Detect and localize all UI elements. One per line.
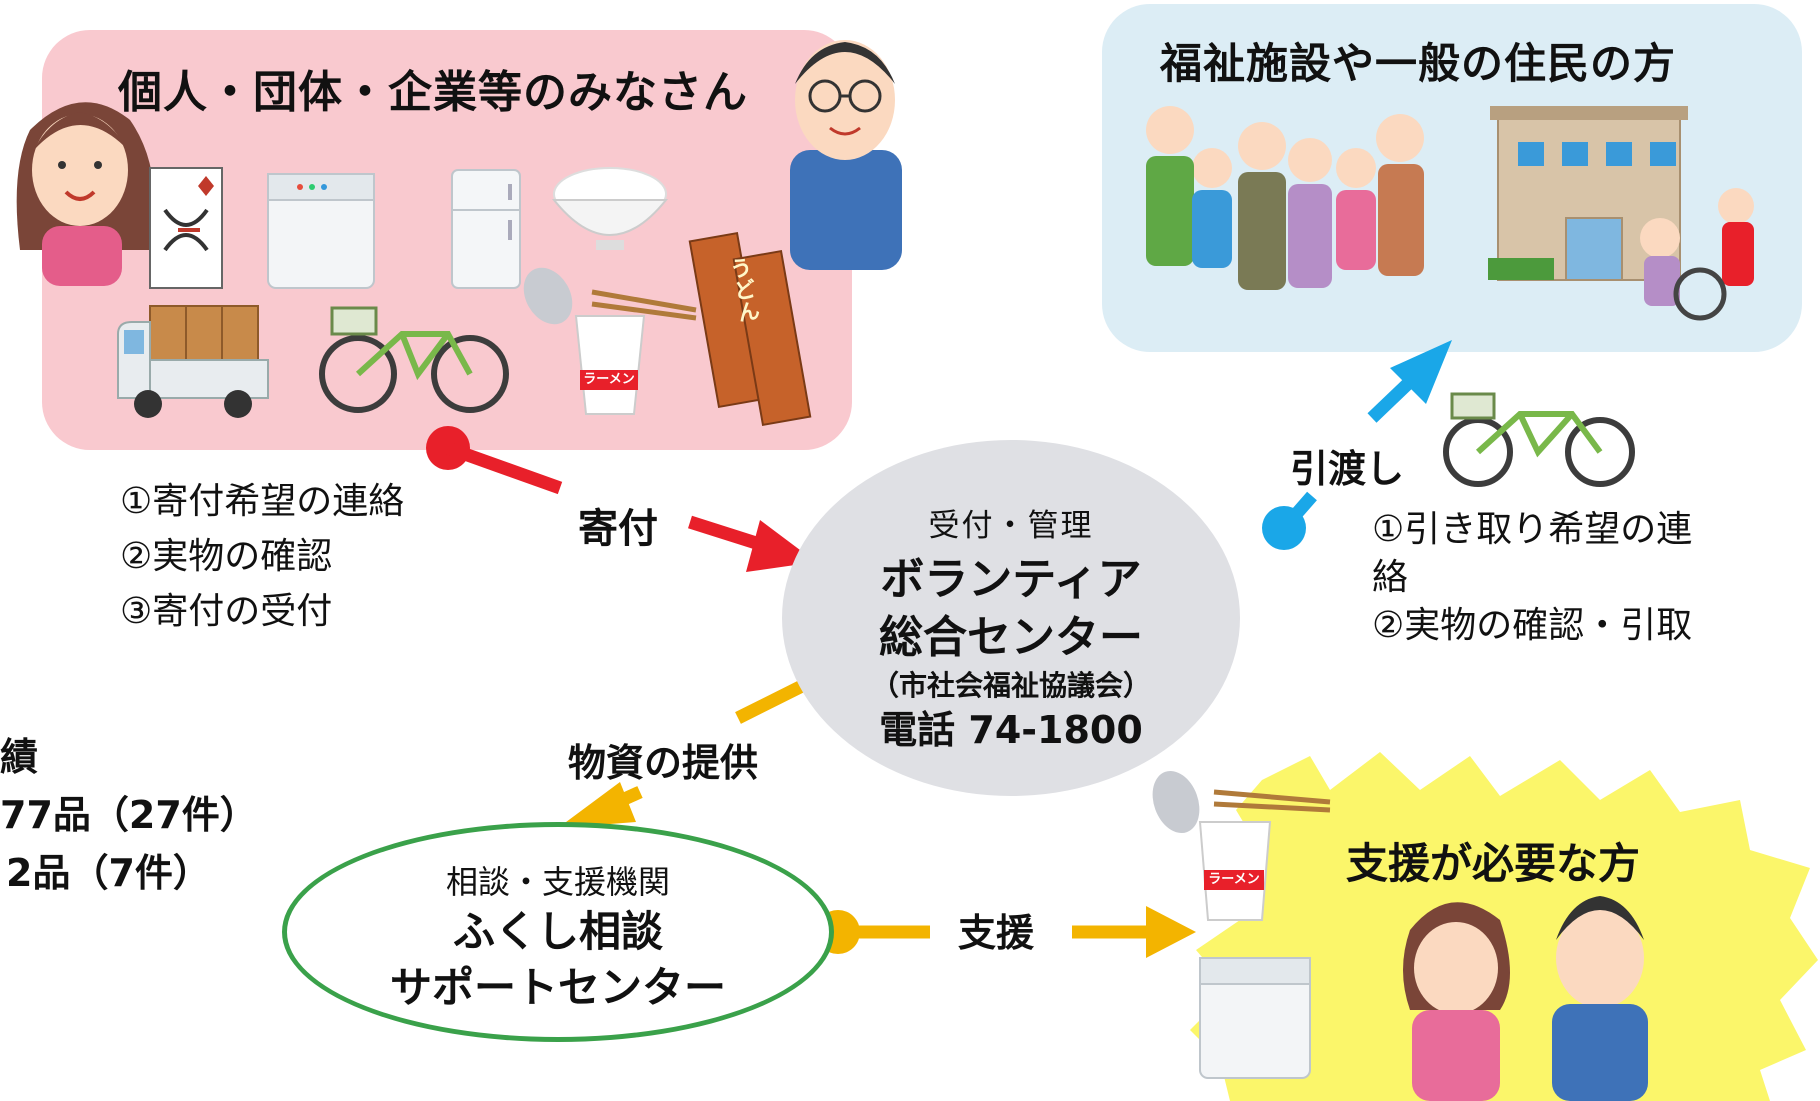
supply-label: 物資の提供	[568, 741, 759, 785]
center-name-line2: 総合センター	[879, 612, 1143, 663]
delivery-truck-icon	[117, 305, 269, 418]
ramen-label: ラーメン	[583, 372, 635, 387]
cup-ramen-icon	[523, 267, 697, 415]
washing-machine-icon	[267, 173, 375, 289]
results-line: 77品（27件）	[0, 793, 258, 837]
cup-ramen-needy-icon	[1152, 771, 1331, 921]
results-partial: 績 77品（27件） 2品（7件）	[0, 728, 258, 902]
worried-man-illustration	[1552, 896, 1648, 1101]
refrigerator-icon	[451, 169, 521, 289]
results-line: 2品（7件）	[6, 851, 211, 895]
consult-name-line2: サポートセンター	[389, 963, 726, 1012]
recipient-steps: ①引き取り希望の連 絡 ②実物の確認・引取	[1372, 506, 1692, 650]
donation-label: 寄付	[578, 506, 658, 552]
woman-illustration	[16, 102, 155, 286]
donor-step: ②実物の確認	[120, 536, 333, 577]
worried-woman-illustration	[1403, 902, 1510, 1101]
donor-step: ③寄付の受付	[120, 591, 333, 632]
consult-center-text: 相談・支援機関 ふくし相談 サポートセンター	[282, 860, 834, 1016]
consult-center-node	[282, 822, 834, 1042]
recipient-step: 絡	[1372, 557, 1409, 598]
donor-step: ①寄付希望の連絡	[120, 481, 405, 522]
man-illustration	[790, 40, 902, 270]
center-name-line1: ボランティア	[880, 554, 1142, 605]
center-organization: （市社会福祉協議会）	[870, 669, 1151, 702]
udon-noodle-pack-icon	[688, 231, 812, 427]
consult-name-line1: ふくし相談	[452, 907, 663, 956]
donor-steps: ①寄付希望の連絡 ②実物の確認 ③寄付の受付	[120, 474, 404, 639]
money-envelope-icon	[149, 167, 223, 289]
welfare-facility-building-icon	[1488, 106, 1688, 281]
consult-subtitle: 相談・支援機関	[445, 863, 670, 901]
volunteer-center-node	[782, 440, 1240, 796]
ramen-needy-label: ラーメン	[1208, 872, 1260, 887]
needy-burst-shape	[1190, 752, 1818, 1101]
family-group-illustration	[1146, 106, 1424, 290]
recipient-step: ①引き取り希望の連	[1372, 509, 1693, 550]
wheelchair-illustration	[1640, 188, 1754, 321]
recipients-title: 福祉施設や一般の住民の方	[1160, 39, 1677, 88]
rice-bowl-icon	[551, 167, 669, 250]
center-phone: 電話 74-1800	[879, 708, 1143, 752]
results-line: 績	[0, 735, 39, 779]
bicycle-handover-icon	[1443, 392, 1635, 487]
needy-title: 支援が必要な方	[1346, 839, 1641, 888]
recipient-step: ②実物の確認・引取	[1372, 605, 1693, 646]
volunteer-center-text: 受付・管理 ボランティア 総合センター （市社会福祉協議会） 電話 74-180…	[782, 500, 1240, 755]
donors-title: 個人・団体・企業等のみなさん	[118, 67, 748, 118]
handover-arrow	[1262, 340, 1452, 550]
handover-label: 引渡し	[1290, 447, 1405, 491]
bicycle-icon	[319, 306, 509, 413]
support-label: 支援	[958, 911, 1035, 955]
washing-machine-needy-icon	[1199, 957, 1311, 1079]
center-subtitle: 受付・管理	[928, 508, 1094, 544]
